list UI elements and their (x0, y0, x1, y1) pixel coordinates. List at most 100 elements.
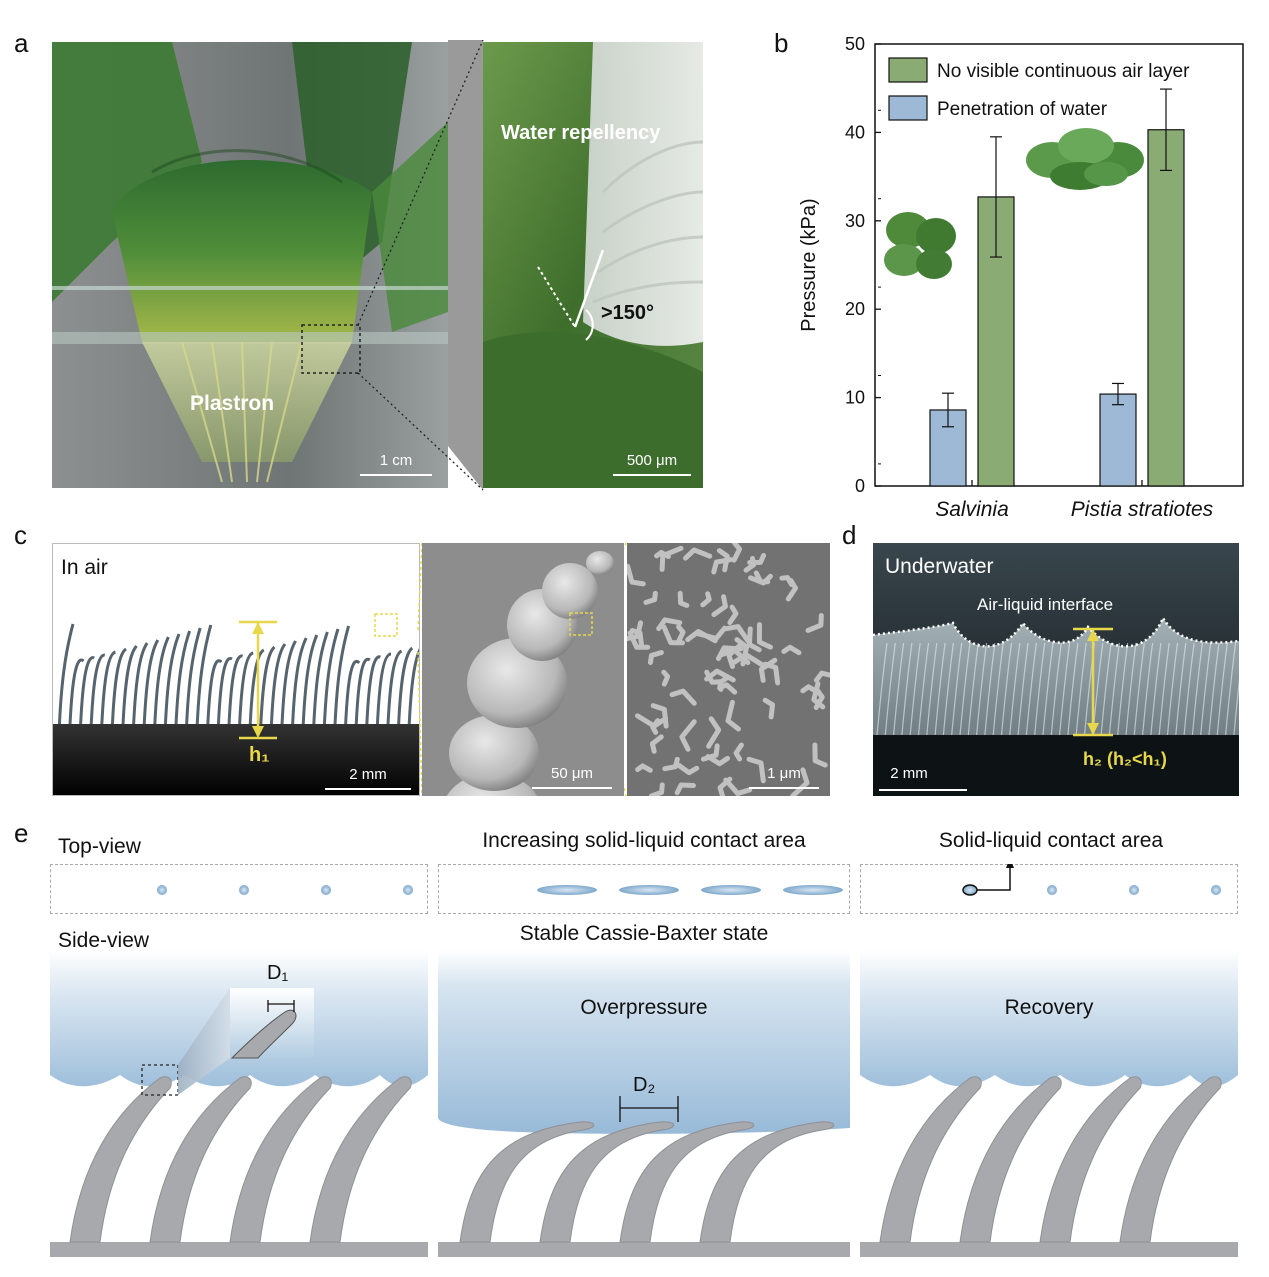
x-tick-label: Salvinia (935, 498, 1009, 521)
hair-strand (99, 650, 117, 735)
hair-strand (258, 645, 276, 735)
increasing-contact-label: Increasing solid-liquid contact area (482, 829, 806, 852)
nanostructure (711, 557, 734, 575)
hair-strand (1042, 642, 1054, 736)
legend-label: Penetration of water (937, 99, 1108, 120)
hair-strand (174, 630, 192, 735)
nanostructure (627, 563, 646, 587)
legend-label: No visible continuous air layer (937, 61, 1190, 82)
hair-strand (216, 657, 233, 735)
nanostructure (813, 687, 825, 711)
hair-strand (311, 631, 329, 735)
hair-strand (152, 636, 170, 735)
contact-area-label: Solid-liquid contact area (938, 829, 1164, 852)
pistia-leaf-image (1026, 128, 1144, 190)
hair-strand (1075, 642, 1087, 736)
hair-strand (1108, 642, 1120, 736)
y-tick-label: 30 (845, 211, 865, 231)
hair-strand (301, 634, 319, 735)
panel-label-c: c (14, 520, 27, 550)
nanostructure (683, 547, 713, 561)
panel-label-e: e (14, 818, 29, 848)
scale-text-a-left: 1 cm (379, 452, 413, 469)
hair-strand (121, 644, 138, 735)
hair-strand (280, 640, 297, 735)
d2-label: D₂ (633, 1074, 656, 1096)
in-air-label: In air (61, 556, 108, 579)
nanostructure (662, 756, 680, 772)
hair-strand (396, 646, 414, 735)
top-view-box-3 (860, 864, 1238, 914)
nanostructure (705, 754, 731, 767)
nanostructure (676, 624, 686, 644)
nanostructure (723, 624, 751, 644)
hair-strand (901, 642, 913, 736)
nanostructure (726, 641, 744, 669)
hair-strand (142, 639, 160, 735)
hair-strand (1050, 642, 1062, 736)
hair-strand (386, 649, 403, 735)
salvinia-leaf-image (884, 212, 956, 279)
top-view-label: Top-view (58, 835, 141, 858)
hair-strand (1233, 678, 1239, 736)
hair-strand (984, 642, 996, 736)
nanostructure (661, 669, 671, 687)
hair-strand (1208, 642, 1220, 736)
hair-strand (163, 633, 181, 735)
nanostructure (695, 625, 728, 641)
plot-frame (874, 43, 1244, 487)
nanostructure (700, 591, 712, 608)
y-tick-label: 10 (845, 388, 865, 408)
hair-strand (926, 642, 938, 736)
hair-strand (269, 643, 287, 735)
scale-bar-c3 (749, 787, 819, 789)
scale-bar-c2 (532, 787, 612, 789)
legend-swatch (888, 57, 928, 83)
hair-strand (1150, 642, 1162, 736)
y-tick-label: 40 (845, 122, 865, 142)
hair-strand (967, 642, 979, 736)
nanostructure (711, 594, 728, 618)
sem-nanostructure-photo: 1 μm (627, 543, 830, 796)
y-tick-label: 50 (845, 34, 865, 54)
hair-strand (1000, 642, 1013, 736)
nanostructure (785, 577, 799, 602)
hair-array-in-air-photo: In air h₁ 2 mm (52, 543, 420, 796)
nanostructure (635, 763, 653, 773)
hair-strand (1100, 642, 1112, 736)
hair-strand (1059, 642, 1071, 736)
hair-strand (184, 627, 202, 735)
top-view-box-2 (438, 864, 850, 914)
nanostructure (647, 650, 664, 665)
hair-strand (78, 656, 95, 735)
overpressure-label: Overpressure (580, 996, 708, 1019)
hair-strand (227, 654, 243, 735)
sem-hair-tip-photo: 50 μm (422, 543, 624, 796)
nanostructure (717, 675, 730, 692)
underwater-label: Underwater (885, 555, 994, 578)
hair-strand (131, 642, 149, 735)
hair-strand (1175, 642, 1187, 736)
hair-strand (1166, 642, 1179, 736)
scale-bar-c1 (325, 788, 411, 790)
hair-strand (917, 642, 930, 736)
hair-strand (237, 651, 254, 735)
hair-strand (1216, 642, 1228, 736)
nanostructure (679, 719, 697, 752)
stable-cassie-baxter-label: Stable Cassie-Baxter state (519, 922, 769, 945)
nanostructure (753, 570, 771, 585)
y-tick-label: 0 (855, 476, 865, 496)
panel-label-b: b (774, 28, 789, 58)
hair-strand (1067, 642, 1079, 736)
hair-strand (1125, 642, 1137, 736)
nanostructure (635, 713, 669, 729)
hair-strand (57, 623, 75, 735)
scale-text-c1: 2 mm (349, 766, 387, 783)
hair-strand (1034, 642, 1046, 736)
air-liquid-interface-label: Air-liquid interface (977, 595, 1114, 614)
hair-strand (1009, 642, 1021, 736)
nanostructure (669, 688, 697, 706)
nanostructure (756, 622, 773, 650)
hair-strand (322, 628, 340, 735)
plastron-label: Plastron (190, 392, 275, 415)
